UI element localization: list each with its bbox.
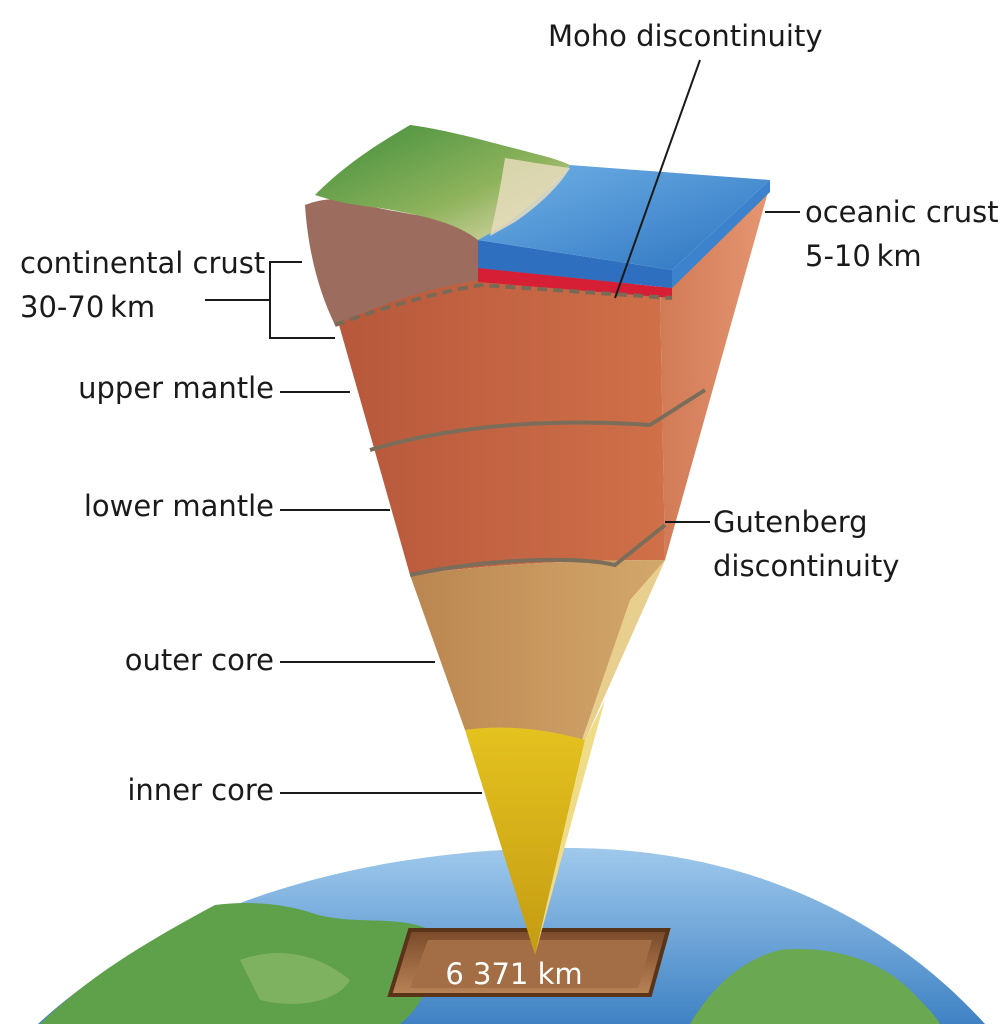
moho-line: [334, 282, 673, 327]
continental-crust-label: continental crust 30-70 km: [20, 241, 265, 329]
inner-core-side: [535, 700, 605, 955]
oceanic-crust-depth: 5-10 km: [805, 239, 922, 273]
outer-core-label: outer core: [124, 643, 274, 677]
continental-crust-bracket: [205, 261, 335, 339]
earth-cone: [305, 125, 770, 955]
inner-core: [465, 727, 585, 955]
globe-land-right: [690, 949, 940, 1024]
upper-lower-boundary: [369, 388, 707, 452]
continental-crust-depth: 30-70 km: [20, 290, 156, 324]
lower-mantle-label: lower mantle: [83, 489, 274, 523]
globe-land-left: [40, 903, 434, 1024]
gutenberg-line-2: discontinuity: [713, 549, 900, 583]
gutenberg-label: Gutenberg discontinuity: [713, 500, 899, 588]
globe-land-shade: [240, 952, 350, 1004]
globe-cutout-inner: [410, 940, 652, 988]
globe: [38, 847, 985, 1024]
gutenberg-line-1: Gutenberg: [713, 505, 868, 539]
oceanic-crust-name: oceanic crust: [805, 195, 999, 229]
ocean-side: [672, 180, 770, 288]
continental-crust-name: continental crust: [20, 246, 266, 280]
upper-mantle-label: upper mantle: [78, 371, 274, 405]
mantle-side: [660, 185, 770, 560]
gutenberg-line: [409, 523, 667, 577]
oceanic-crust-label: oceanic crust 5-10 km: [805, 190, 999, 278]
earth-radius-label: 6 371 km: [445, 957, 583, 991]
land-beach: [490, 158, 570, 236]
continental-crust-block: [305, 199, 480, 325]
oceanic-crust-layer: [478, 268, 672, 298]
outer-core-side-2: [575, 560, 665, 760]
moho-leader: [614, 59, 701, 299]
moho-label: Moho discontinuity: [548, 19, 823, 53]
outer-core-front: [410, 560, 665, 740]
leader-lines: [205, 59, 800, 794]
inner-core-label: inner core: [127, 773, 274, 807]
